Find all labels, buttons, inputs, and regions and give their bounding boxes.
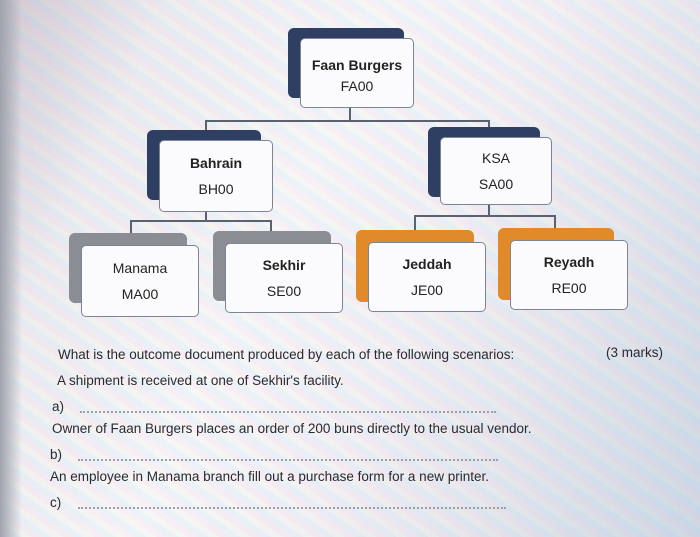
scenario-text: A shipment is received at one of Sekhir'… — [57, 373, 344, 388]
node-code: RE00 — [551, 280, 587, 296]
node-name: Jeddah — [402, 256, 452, 272]
node-code: JE00 — [411, 282, 443, 298]
node-name: Reyadh — [543, 254, 595, 270]
node-name: Bahrain — [189, 155, 243, 171]
answer-label: a) — [52, 399, 65, 414]
node-code: FA00 — [340, 78, 374, 94]
node-code: MA00 — [121, 286, 159, 302]
edge-shadow — [0, 0, 22, 537]
node-name: KSA — [481, 150, 510, 166]
node-code: BH00 — [198, 181, 234, 197]
scenario-text: An employee in Manama branch fill out a … — [50, 469, 489, 484]
answer-line[interactable] — [78, 507, 506, 509]
connector-ksa-bar — [414, 215, 556, 217]
connector-sekhir-up — [270, 220, 272, 236]
connector-root-bar — [205, 120, 490, 122]
node-name: Faan Burgers — [311, 57, 403, 73]
answer-line[interactable] — [80, 411, 496, 413]
question-marks: (3 marks) — [606, 345, 663, 360]
answer-label: b) — [50, 447, 63, 462]
node-code: SE00 — [266, 283, 302, 299]
connector-bahrain-up — [205, 120, 207, 135]
connector-reyadh-up — [554, 215, 556, 233]
connector-jeddah-up — [414, 215, 416, 233]
node-name: Manama — [112, 260, 168, 276]
connector-bahrain-bar — [130, 220, 272, 222]
connector-ksa-down — [488, 205, 490, 217]
node-code: SA00 — [478, 176, 514, 192]
answer-line[interactable] — [78, 459, 498, 461]
answer-label: c) — [50, 495, 62, 510]
node-name: Sekhir — [262, 257, 306, 273]
connector-manama-up — [130, 220, 132, 236]
connector-bahrain-down — [205, 210, 207, 222]
question-prompt: What is the outcome document produced by… — [58, 347, 515, 362]
connector-root-down — [349, 107, 351, 122]
scenario-text: Owner of Faan Burgers places an order of… — [52, 421, 532, 436]
